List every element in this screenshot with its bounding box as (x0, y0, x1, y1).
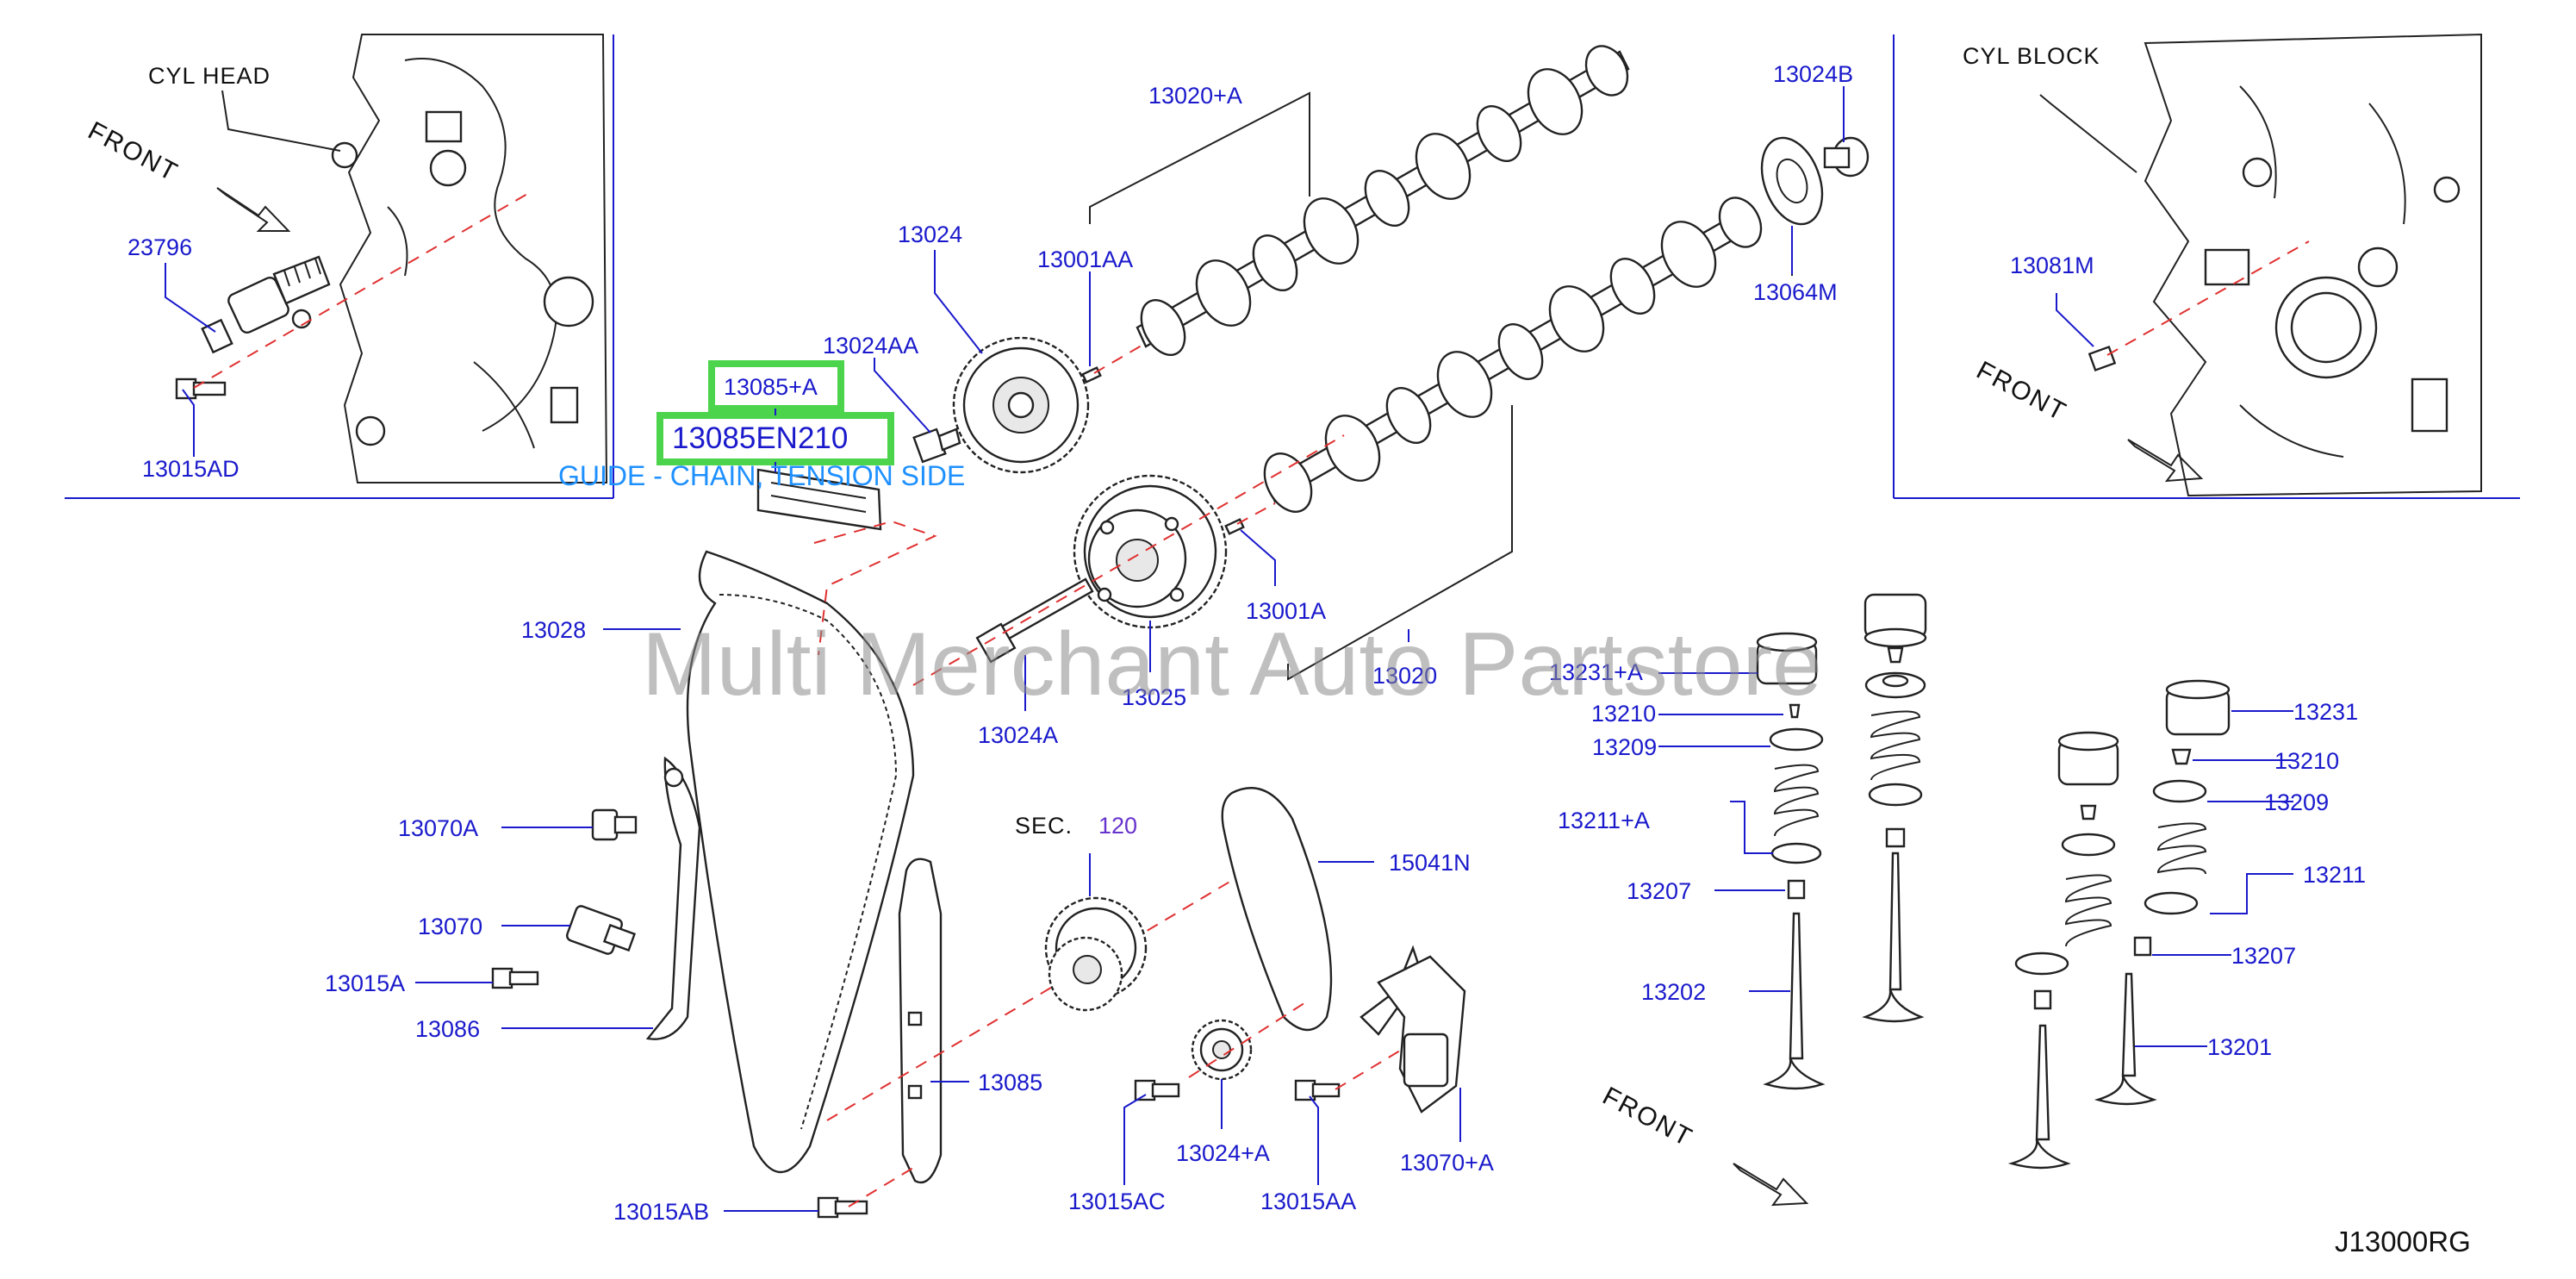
valve-group-left (1862, 593, 1927, 1023)
highlight-group (656, 360, 894, 472)
bolt-13015AA (1294, 1079, 1341, 1101)
callout-13070A[interactable]: 13070A (398, 815, 478, 841)
label-front-bottom: FRONT (1598, 1082, 1698, 1152)
callout-13231plusA[interactable]: 13231+A (1549, 659, 1643, 685)
callout-13211plusA[interactable]: 13211+A (1558, 808, 1650, 833)
valve-group-13201 (2094, 679, 2231, 1106)
label-cyl-head: CYL HEAD (148, 63, 271, 89)
callout-13020A[interactable]: 13020+A (1148, 83, 1242, 109)
callout-13064M[interactable]: 13064M (1753, 279, 1838, 305)
callout-13024AA[interactable]: 13024AA (823, 333, 918, 359)
callout-15041N[interactable]: 15041N (1389, 850, 1471, 876)
bolt-13015AD (175, 377, 227, 400)
callout-13081M[interactable]: 13081M (2010, 253, 2094, 278)
callout-13020[interactable]: 13020 (1372, 663, 1437, 689)
callout-13028[interactable]: 13028 (521, 617, 586, 643)
callout-13015AC[interactable]: 13015AC (1068, 1189, 1166, 1214)
callout-13209-right[interactable]: 13209 (2264, 789, 2329, 815)
text-labels: CYL HEAD CYL BLOCK FRONT FRONT FRONT SEC… (84, 43, 2471, 1257)
bolt-13015AB (817, 1196, 868, 1219)
bolt-13070A (591, 808, 638, 841)
oil-pump-chain-15041N (1221, 787, 1333, 1032)
slack-guide-13086 (645, 756, 701, 1040)
tension-guide-13085 (898, 858, 943, 1184)
front-arrow-bottom (1733, 1163, 1809, 1207)
callout-13024plusA[interactable]: 13024+A (1176, 1140, 1270, 1166)
cyl-block-inset (1893, 33, 2520, 499)
watermark: Multi Merchant Auto Partstore (642, 615, 1822, 714)
callout-13015AB[interactable]: 13015AB (613, 1199, 709, 1225)
oil-control-valve (201, 255, 331, 354)
leader-lines (165, 86, 2293, 1212)
front-arrow-top-left (216, 187, 291, 232)
callout-23796[interactable]: 23796 (128, 234, 192, 260)
front-arrow-top-right (2127, 439, 2204, 483)
callout-13201[interactable]: 13201 (2207, 1034, 2272, 1060)
timing-chain-13028 (686, 550, 915, 1173)
chain-guide-13085A (756, 468, 882, 531)
callout-13025[interactable]: 13025 (1122, 684, 1186, 710)
callout-13211[interactable]: 13211 (2303, 862, 2366, 888)
callout-13001AA[interactable]: 13001AA (1037, 246, 1133, 272)
callout-13085[interactable]: 13085 (978, 1070, 1042, 1095)
cyl-head-inset (65, 34, 614, 499)
callout-13001A[interactable]: 13001A (1246, 598, 1326, 624)
label-front-top-right: FRONT (1972, 356, 2072, 427)
callout-13086[interactable]: 13086 (415, 1016, 480, 1042)
callout-13210-left[interactable]: 13210 (1591, 701, 1656, 727)
callout-13210-right[interactable]: 13210 (2274, 748, 2339, 774)
diagram-reference: J13000RG (2335, 1226, 2471, 1257)
callout-13024[interactable]: 13024 (898, 221, 962, 247)
intake-vtc-sprocket-13025 (1073, 474, 1228, 629)
intake-camshaft (1263, 197, 1763, 513)
callout-13024B[interactable]: 13024B (1773, 61, 1853, 87)
signal-plate-13064M (1760, 136, 1824, 226)
bolt-13015A (491, 967, 539, 989)
valve-group-middle (2007, 731, 2119, 1170)
callout-13070plusA[interactable]: 13070+A (1400, 1150, 1494, 1176)
callout-13015AD[interactable]: 13015AD (142, 456, 240, 482)
plug-13024B (1823, 136, 1870, 178)
highlight-selected-label[interactable]: 13085EN210 (672, 421, 848, 455)
exhaust-camshaft (1136, 45, 1630, 356)
bolt-13024AA (912, 427, 961, 464)
callout-13202[interactable]: 13202 (1641, 979, 1706, 1005)
label-sec: SEC. (1015, 813, 1073, 839)
valve-group-13202 (1763, 703, 1826, 1090)
bolt-13015AC (1134, 1079, 1180, 1101)
exhaust-sprocket-13024 (952, 336, 1090, 474)
tensioner-13070 (565, 905, 637, 955)
oil-pump-sprocket-13024plusA (1191, 1019, 1253, 1081)
callout-13209-left[interactable]: 13209 (1592, 734, 1657, 760)
label-cyl-block: CYL BLOCK (1963, 43, 2100, 69)
callout-13070[interactable]: 13070 (418, 914, 482, 939)
highlight-description: GUIDE - CHAIN, TENSION SIDE (558, 460, 965, 491)
callout-13015A[interactable]: 13015A (325, 970, 405, 996)
callout-13231[interactable]: 13231 (2293, 699, 2358, 725)
callout-13207-right[interactable]: 13207 (2231, 943, 2296, 969)
oil-pump-tensioner-13070plusA (1360, 945, 1466, 1114)
callout-13024A[interactable]: 13024A (978, 722, 1058, 748)
callout-13207-left[interactable]: 13207 (1627, 878, 1691, 904)
highlight-primary-label[interactable]: 13085+A (724, 374, 818, 400)
sec-number-link[interactable]: 120 (1098, 813, 1137, 839)
crank-sprocket (1044, 896, 1148, 1012)
lifter-13231plusA (1756, 632, 1818, 685)
label-front-top-left: FRONT (84, 116, 184, 187)
callout-13015AA[interactable]: 13015AA (1260, 1189, 1356, 1214)
